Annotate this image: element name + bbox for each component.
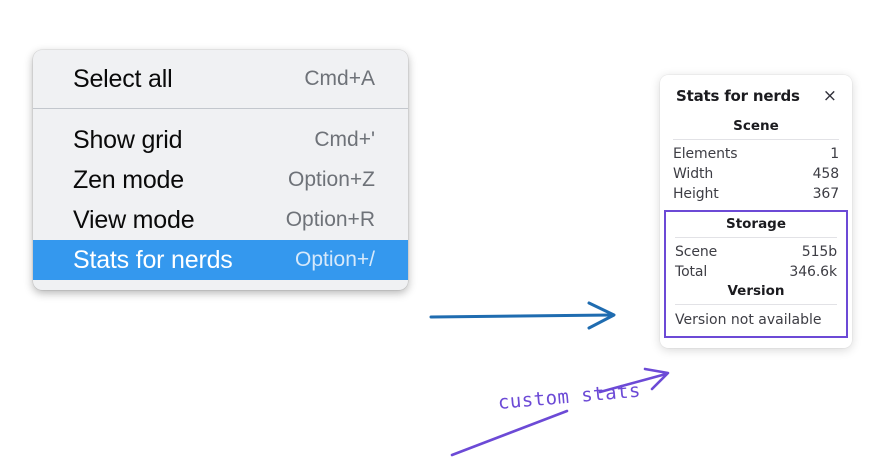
stats-row-key: Scene	[675, 244, 718, 260]
stats-panel-body: Scene Elements 1 Width 458 Height 367	[660, 117, 852, 338]
stats-row-storage-scene: Scene 515b	[675, 242, 837, 262]
stats-row-key: Elements	[673, 146, 738, 162]
menu-item-shortcut: Cmd+A	[304, 67, 375, 90]
close-icon[interactable]: ×	[822, 85, 837, 106]
custom-stats-highlight-box: Storage Scene 515b Total 346.6k Version …	[664, 210, 848, 338]
menu-item-stats-for-nerds[interactable]: Stats for nerds Option+/	[33, 240, 408, 280]
stats-group-heading: Version	[727, 283, 785, 299]
stats-row-value: 346.6k	[789, 264, 837, 280]
divider	[675, 304, 837, 305]
version-not-available-text: Version not available	[675, 312, 822, 328]
menu-item-label: View mode	[73, 205, 195, 234]
blue-arrow	[429, 301, 616, 330]
menu-item-select-all[interactable]: Select all Cmd+A	[33, 59, 408, 99]
stats-group-heading: Scene	[733, 118, 779, 134]
divider	[673, 139, 839, 140]
menu-item-shortcut: Cmd+'	[314, 128, 375, 151]
stats-row-key: Height	[673, 186, 719, 202]
menu-separator	[33, 108, 408, 109]
menu-item-label: Stats for nerds	[73, 245, 233, 274]
custom-stats-annotation-label: custom stats	[497, 379, 642, 414]
stats-group-version: Version Version not available	[675, 282, 837, 330]
menu-item-shortcut: Option+Z	[288, 168, 375, 191]
menu-item-view-mode[interactable]: View mode Option+R	[33, 200, 408, 240]
context-menu-section-2: Show grid Cmd+' Zen mode Option+Z View m…	[33, 109, 408, 280]
stats-panel-header: Stats for nerds ×	[660, 87, 852, 105]
menu-item-show-grid[interactable]: Show grid Cmd+'	[33, 120, 408, 160]
stats-panel-title: Stats for nerds	[676, 87, 800, 105]
stats-row-value: 458	[812, 166, 840, 182]
stats-row-key: Width	[673, 166, 714, 182]
menu-item-shortcut: Option+R	[285, 208, 375, 231]
stats-row-value: 515b	[801, 244, 837, 260]
menu-item-zen-mode[interactable]: Zen mode Option+Z	[33, 160, 408, 200]
stats-row-value: 367	[812, 186, 840, 202]
divider	[675, 237, 837, 238]
stats-row-value: 1	[830, 146, 839, 162]
menu-item-label: Select all	[73, 64, 173, 93]
purple-underline-stroke	[450, 409, 569, 457]
stats-group-storage: Storage Scene 515b Total 346.6k	[675, 215, 837, 282]
menu-item-label: Show grid	[73, 125, 183, 154]
context-menu[interactable]: Select all Cmd+A Show grid Cmd+' Zen mod…	[33, 50, 408, 290]
stats-group-scene: Scene Elements 1 Width 458 Height 367	[660, 117, 852, 204]
stats-group-heading: Storage	[725, 216, 787, 232]
stats-row-width: Width 458	[673, 164, 839, 184]
menu-item-label: Zen mode	[73, 165, 184, 194]
stats-for-nerds-panel: Stats for nerds × Scene Elements 1 Width…	[660, 75, 852, 348]
context-menu-section-1: Select all Cmd+A	[33, 50, 408, 108]
stats-row-height: Height 367	[673, 184, 839, 204]
stats-row-elements: Elements 1	[673, 144, 839, 164]
stats-row-key: Total	[675, 264, 708, 280]
menu-item-shortcut: Option+/	[295, 248, 375, 271]
stats-row-storage-total: Total 346.6k	[675, 262, 837, 282]
